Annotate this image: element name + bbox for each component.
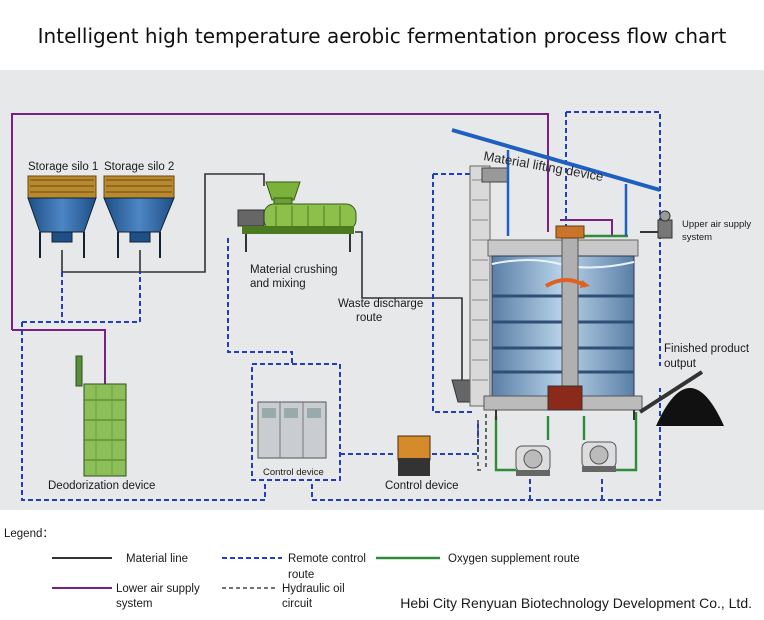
control-device-small-label: Control device	[263, 467, 324, 478]
legend-oxygen-label: Oxygen supplement route	[448, 553, 580, 565]
blower-2	[581, 441, 617, 472]
finished-product-pile	[638, 370, 724, 426]
silo-2-label: Storage silo 2	[104, 161, 174, 173]
hydraulic-oil-lines	[477, 414, 487, 471]
finished-product-label-line2: output	[664, 358, 697, 370]
lower-air-supply-lines	[11, 113, 613, 392]
waste-discharge-label-line1: Waste discharge	[338, 298, 423, 310]
storage-silo-2	[103, 175, 175, 258]
deodorization-label: Deodorization device	[48, 480, 155, 492]
crushing-label-line1: Material crushing	[250, 264, 338, 276]
upper-air-label-line2: system	[682, 232, 712, 243]
control-device-box	[397, 435, 431, 476]
control-cabinet	[257, 401, 327, 459]
blower-1	[515, 445, 551, 476]
fermentation-tank	[469, 165, 643, 420]
control-device-main-label: Control device	[385, 480, 459, 492]
legend-heading: Legend：	[4, 528, 54, 540]
legend-remote-label-line1: Remote control	[288, 553, 366, 565]
legend-remote-label-line2: route	[288, 569, 314, 581]
legend-hydraulic-label-line2: circuit	[282, 598, 313, 610]
finished-product-label-line1: Finished product	[664, 343, 750, 355]
crushing-label-line2: and mixing	[250, 278, 306, 290]
deodorization-device	[75, 355, 127, 477]
silo-1-label: Storage silo 1	[28, 161, 98, 173]
company-credit: Hebi City Renyuan Biotechnology Developm…	[400, 595, 752, 611]
crushing-mixing-machine	[237, 181, 357, 252]
legend-hydraulic-label-line1: Hydraulic oil	[282, 583, 345, 595]
material-lines	[61, 173, 463, 382]
legend: Legend： Material line Remote control rou…	[4, 528, 580, 610]
upper-air-label-line1: Upper air supply	[682, 219, 751, 230]
material-lifting-device	[451, 128, 661, 236]
waste-discharge-label-line2: route	[356, 312, 382, 324]
legend-lower-air-label-line1: Lower air supply	[116, 583, 200, 595]
storage-silo-1	[27, 175, 97, 258]
legend-lower-air-label-line2: system	[116, 598, 152, 610]
legend-material-label: Material line	[126, 553, 188, 565]
page-title: Intelligent high temperature aerobic fer…	[37, 24, 727, 48]
upper-air-supply-unit	[640, 210, 673, 239]
